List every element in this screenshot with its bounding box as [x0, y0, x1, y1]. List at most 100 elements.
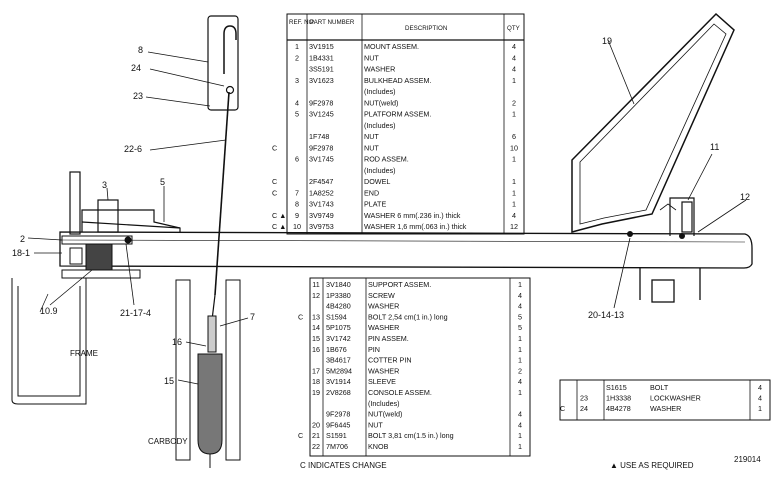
row-part-number: 4B4278	[606, 404, 631, 413]
row-part-number: 3V9753	[309, 222, 334, 231]
callout-23: 23	[133, 91, 143, 101]
row-change-mark: C	[298, 431, 303, 440]
row-ref-number: 12	[312, 291, 320, 300]
row-part-number: 1F748	[309, 132, 329, 141]
row-description: MOUNT ASSEM.	[364, 42, 419, 51]
callout-15: 15	[164, 376, 174, 386]
row-ref-number: 24	[580, 404, 588, 413]
console-assembly	[571, 12, 735, 233]
row-part-number: 9F6445	[326, 420, 350, 429]
bolts	[627, 231, 685, 239]
row-description: WASHER	[650, 404, 681, 413]
row-ref-number: 6	[295, 155, 299, 164]
callout-16: 16	[172, 337, 182, 347]
row-quantity: 4	[512, 65, 516, 74]
row-quantity: 1	[512, 76, 516, 85]
row-description: LOCKWASHER	[650, 394, 701, 403]
change-footnote: C INDICATES CHANGE	[300, 461, 387, 470]
carbody-label: CARBODY	[148, 437, 188, 446]
row-quantity: 1	[518, 442, 522, 451]
row-ref-number: 11	[312, 280, 319, 289]
parts-table-1	[286, 13, 525, 235]
callout-3: 3	[102, 180, 107, 190]
header-description: DESCRIPTION	[405, 25, 447, 32]
row-part-number: S1615	[606, 383, 627, 392]
row-description: DOWEL	[364, 177, 390, 186]
callout-8: 8	[138, 45, 143, 55]
row-ref-number: 2	[295, 53, 299, 62]
row-description: CONSOLE ASSEM.	[368, 388, 432, 397]
row-description: WASHER	[368, 366, 399, 375]
row-quantity: 1	[512, 200, 516, 209]
row-change-mark: C	[298, 312, 303, 321]
row-description: NUT	[364, 53, 379, 62]
support-assembly	[659, 197, 695, 236]
row-description: (Includes)	[368, 399, 400, 408]
row-quantity: 4	[518, 377, 522, 386]
header-part-number: PART NUMBER	[310, 19, 355, 26]
callout-12: 12	[740, 192, 750, 202]
mount-assembly	[61, 235, 141, 279]
row-ref-number: 22	[312, 442, 320, 451]
row-part-number: 3V1623	[309, 76, 334, 85]
row-part-number: 3V1742	[326, 334, 351, 343]
row-part-number: 3V9749	[309, 211, 334, 220]
row-description: BOLT	[650, 383, 669, 392]
row-part-number: 7M706	[326, 442, 348, 451]
row-description: PLATFORM ASSEM.	[364, 110, 431, 119]
row-description: (Includes)	[364, 87, 396, 96]
row-ref-number: 17	[312, 366, 320, 375]
row-quantity: 1	[518, 345, 522, 354]
row-quantity: 12	[510, 222, 518, 231]
row-change-mark: C	[272, 143, 277, 152]
row-ref-number: 1	[295, 42, 299, 51]
callout-18-1: 18-1	[12, 248, 30, 258]
row-part-number: 3V1245	[309, 110, 334, 119]
row-part-number: 2F4547	[309, 177, 333, 186]
row-ref-number: 7	[295, 188, 299, 197]
row-ref-number: 16	[312, 345, 320, 354]
callout-21-17-4: 21-17-4	[120, 308, 151, 318]
parts-table-2	[309, 277, 531, 457]
row-part-number: 1A8252	[309, 188, 334, 197]
row-part-number: 3V1915	[309, 42, 334, 51]
drawing-number: 219014	[734, 455, 761, 464]
row-description: NUT	[368, 420, 383, 429]
header-ref: REF. NO.	[289, 19, 315, 26]
row-description: PIN	[368, 345, 380, 354]
row-part-number: 9F2978	[309, 143, 333, 152]
row-description: NUT	[364, 143, 379, 152]
row-ref-number: 5	[295, 110, 299, 119]
row-part-number: 2V8268	[326, 388, 351, 397]
row-ref-number: 13	[312, 312, 320, 321]
row-part-number: 9F2978	[309, 98, 333, 107]
row-quantity: 4	[518, 420, 522, 429]
row-description: BULKHEAD ASSEM.	[364, 76, 432, 85]
row-part-number: 3V1745	[309, 155, 334, 164]
row-description: WASHER	[368, 323, 399, 332]
row-quantity: 4	[512, 42, 516, 51]
row-quantity: 4	[512, 211, 516, 220]
carbody-bars	[175, 279, 241, 461]
row-description: COTTER PIN	[368, 356, 412, 365]
row-quantity: 5	[518, 323, 522, 332]
row-ref-number: 4	[295, 98, 299, 107]
row-description: WASHER 6 mm(.236 in.) thick	[364, 211, 461, 220]
row-part-number: 3S5191	[309, 65, 334, 74]
row-part-number: 1P3380	[326, 291, 351, 300]
knob-plate	[207, 15, 239, 111]
row-description: PIN ASSEM.	[368, 334, 409, 343]
row-description: (Includes)	[364, 121, 396, 130]
row-quantity: 1	[512, 188, 516, 197]
row-quantity: 4	[518, 291, 522, 300]
callout-labels: 8 24 23 22-6 3 5 2 18-1 10.9 21-17-4 7 1…	[12, 36, 750, 386]
row-quantity: 6	[512, 132, 516, 141]
callout-11: 11	[710, 142, 719, 152]
row-ref-number: 19	[312, 388, 320, 397]
row-quantity: 4	[758, 394, 762, 403]
callout-19: 19	[602, 36, 612, 46]
